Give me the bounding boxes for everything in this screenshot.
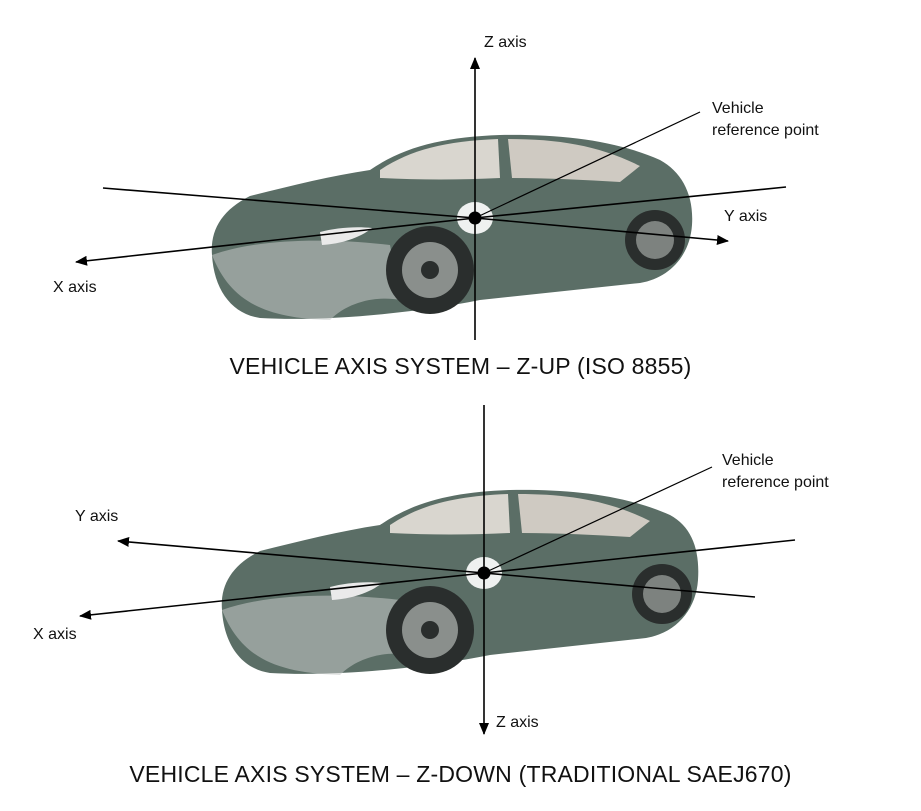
x-axis-back-line (483, 539, 796, 574)
y-axis-back-line (483, 572, 756, 598)
reference-point-label: Vehicle reference point (712, 98, 819, 142)
reference-point-label-line2: reference point (712, 122, 819, 139)
x-axis-label: X axis (33, 626, 77, 643)
car-illustration (211, 134, 693, 320)
x-axis-label: X axis (53, 279, 97, 296)
y-axis-label: Y axis (724, 208, 768, 225)
z-axis-label: Z axis (484, 34, 527, 51)
car-illustration (221, 489, 699, 675)
z-down-diagram-panel: Y axis X axis Z axis Vehicle reference p… (0, 395, 921, 811)
z-down-caption: VEHICLE AXIS SYSTEM – Z-DOWN (TRADITIONA… (129, 761, 792, 787)
vehicle-reference-point (477, 566, 491, 580)
reference-leader-line (483, 466, 713, 574)
y-axis-line (474, 217, 729, 245)
z-up-diagram (75, 57, 787, 340)
reference-point-label-line1: Vehicle (722, 452, 774, 469)
x-axis-line (75, 217, 476, 266)
vehicle-reference-point (468, 211, 482, 225)
z-up-diagram-panel: Z axis Y axis X axis Vehicle reference p… (0, 0, 921, 395)
z-up-axes (75, 57, 787, 340)
x-axis-line (79, 572, 485, 620)
y-axis-label: Y axis (75, 508, 119, 525)
y-axis-line (117, 536, 485, 574)
reference-point-label-line2: reference point (722, 474, 829, 491)
y-axis-back-line (102, 187, 476, 219)
x-axis-back-line (474, 186, 787, 219)
z-axis-label: Z axis (496, 714, 539, 731)
z-up-caption: VEHICLE AXIS SYSTEM – Z-UP (ISO 8855) (229, 353, 692, 379)
reference-point-label-line1: Vehicle (712, 100, 764, 117)
z-down-axes (79, 405, 796, 735)
reference-leader-line (474, 111, 701, 219)
reference-point-label: Vehicle reference point (722, 450, 829, 494)
z-down-diagram (79, 405, 796, 735)
